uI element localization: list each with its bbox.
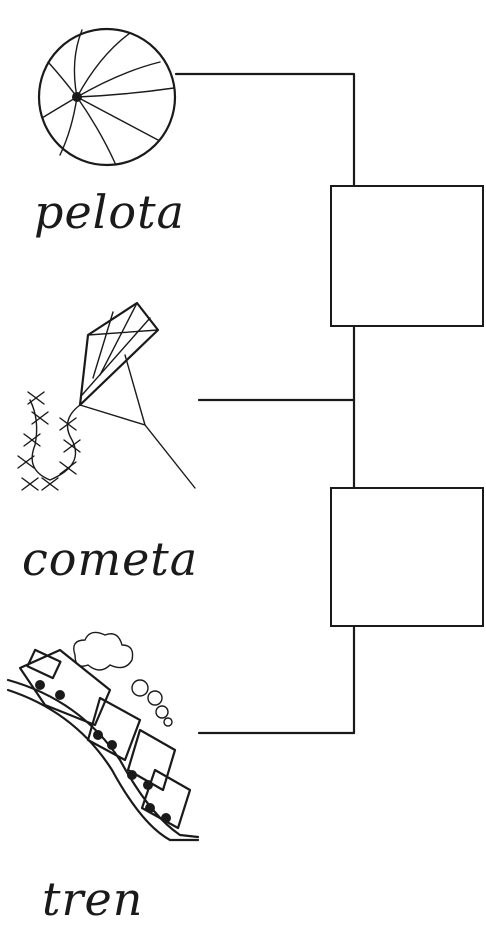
answer-box-2[interactable] bbox=[331, 488, 483, 626]
word-cometa: cometa bbox=[22, 532, 198, 586]
ball-icon bbox=[39, 29, 175, 165]
word-pelota: pelota bbox=[34, 185, 185, 239]
answer-box-1[interactable] bbox=[331, 186, 483, 326]
connector-lines bbox=[176, 74, 354, 733]
word-tren: tren bbox=[42, 872, 143, 926]
kite-icon bbox=[18, 303, 195, 490]
train-icon bbox=[8, 632, 198, 840]
